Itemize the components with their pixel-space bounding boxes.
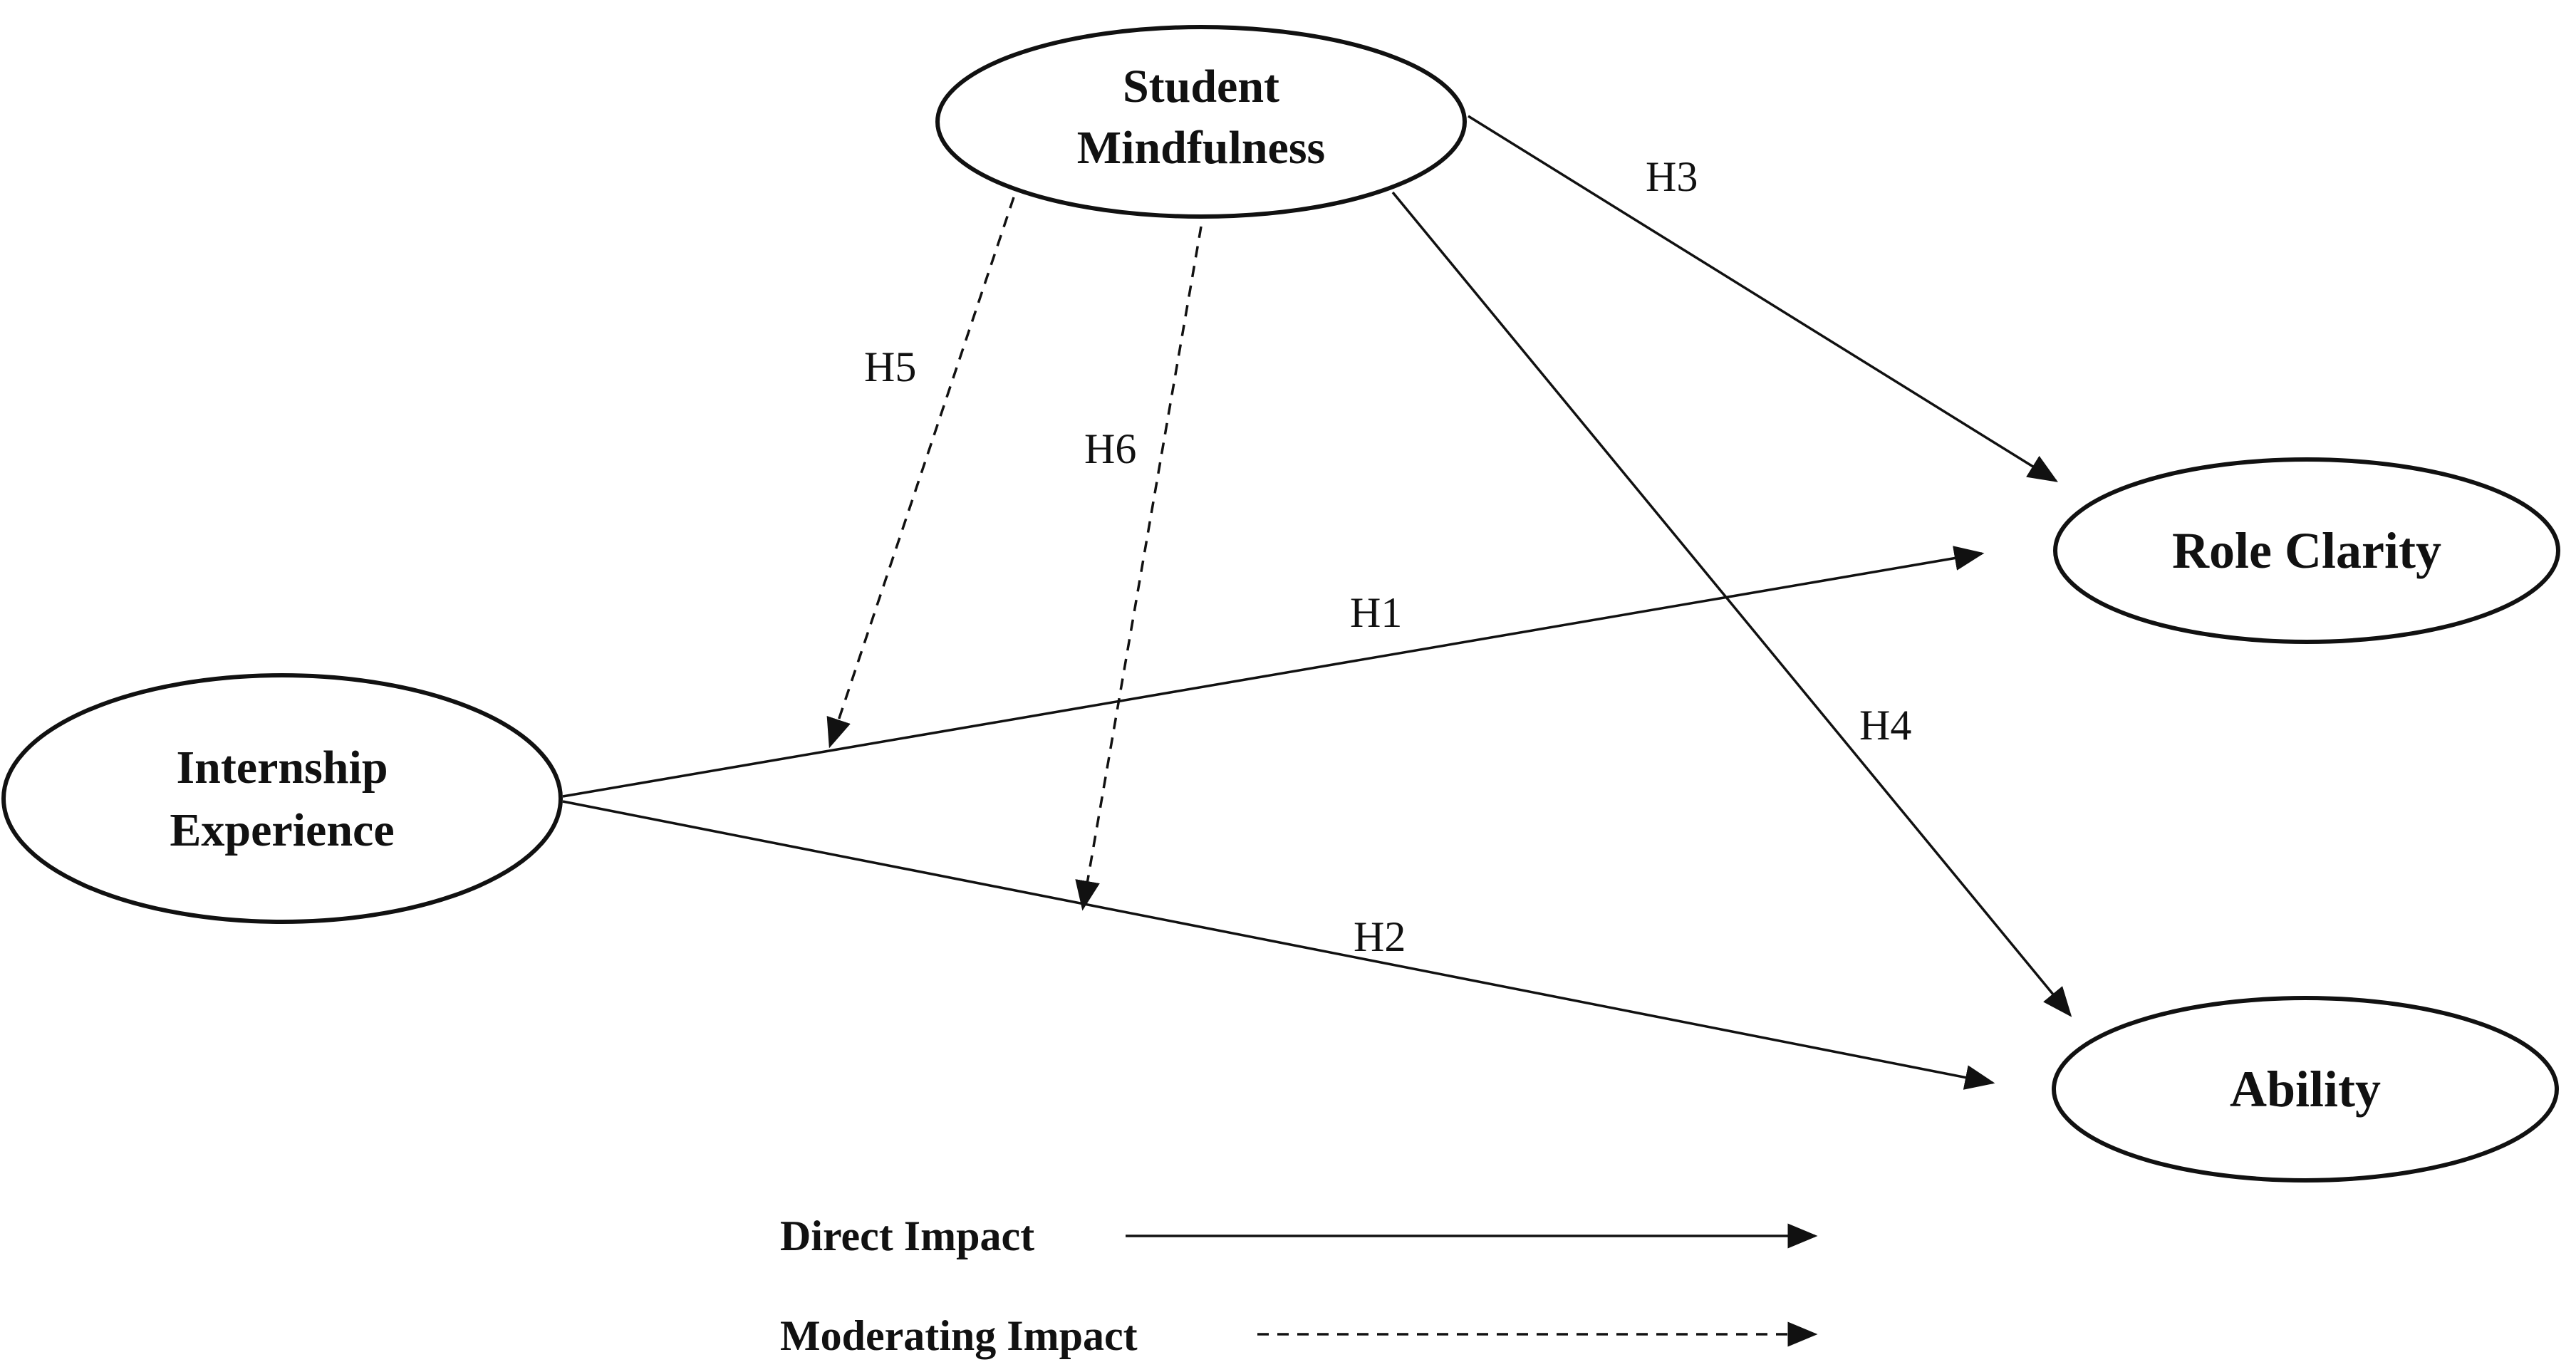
node-student-mindfulness-label-line1: Student [1123, 61, 1279, 113]
edge-label-h3: H3 [1646, 153, 1698, 200]
edge-label-h6: H6 [1084, 425, 1136, 472]
edge-h4-mindfulness-to-ability [1391, 191, 2072, 1017]
node-internship-experience: Internship Experience [1, 673, 563, 924]
node-role-clarity: Role Clarity [2053, 457, 2560, 644]
legend-moderating-label: Moderating Impact [780, 1312, 1138, 1359]
node-ability: Ability [2052, 996, 2559, 1183]
node-ability-label: Ability [2230, 1061, 2381, 1118]
edges [562, 115, 2072, 1090]
node-student-mindfulness: Student Mindfulness [935, 25, 1467, 219]
edge-h6-moderation-on-h2 [1075, 226, 1203, 911]
node-student-mindfulness-label-line2: Mindfulness [1077, 122, 1325, 174]
node-role-clarity-label: Role Clarity [2172, 522, 2441, 579]
edge-label-h5: H5 [864, 343, 916, 390]
edge-h1-internship-to-role-clarity [562, 546, 1985, 798]
node-internship-experience-shape [1, 673, 563, 924]
node-internship-experience-label-line1: Internship [176, 742, 388, 794]
edge-label-h4: H4 [1859, 702, 1911, 749]
edge-h2-internship-to-ability [562, 800, 1995, 1090]
edge-label-h1: H1 [1350, 589, 1402, 636]
edge-h3-mindfulness-to-role-clarity [1468, 115, 2058, 482]
edge-h5-moderation-on-h1 [826, 197, 1015, 749]
legend-direct-label: Direct Impact [780, 1212, 1034, 1259]
node-internship-experience-label-line2: Experience [170, 804, 394, 856]
node-student-mindfulness-shape [935, 25, 1467, 219]
node-role-clarity-shape [2053, 457, 2560, 644]
edge-label-h2: H2 [1354, 913, 1406, 960]
legend: Direct Impact Moderating Impact [780, 1212, 1818, 1359]
edge-labels: H1 H2 H3 H4 H5 H6 [864, 153, 1911, 960]
node-ability-shape [2052, 996, 2559, 1183]
